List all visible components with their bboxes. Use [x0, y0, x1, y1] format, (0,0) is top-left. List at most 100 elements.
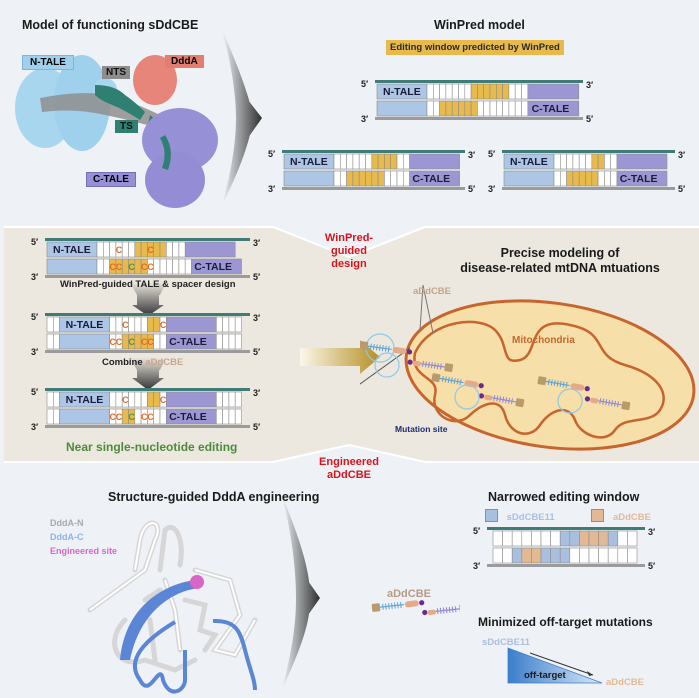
- spacer-cell: [128, 391, 136, 408]
- spacer-cell: [222, 316, 230, 333]
- ntale-block-label: N-TALE: [66, 394, 104, 406]
- addcbe-legend-label: aDdCBE: [612, 512, 651, 523]
- spacer-cell: [433, 100, 440, 117]
- cytosine-label: C: [116, 245, 123, 255]
- curved-arrow-icon: [222, 30, 262, 205]
- bottom-strand: [502, 187, 675, 190]
- cytosine-label: C: [160, 320, 167, 330]
- protein-structure-image: [15, 55, 218, 208]
- spacer-cell: [521, 83, 529, 100]
- spacer-cell: [222, 391, 230, 408]
- spacer-cell: [390, 170, 398, 187]
- ctale-block: [616, 170, 668, 187]
- ntale-block: [503, 170, 555, 187]
- window-cell: [384, 153, 392, 170]
- five-prime-top: 5′: [268, 149, 275, 159]
- spacer-cell: [178, 241, 186, 258]
- spacer-cell: [560, 153, 567, 170]
- spacer-cell: [153, 408, 161, 425]
- window-cell: [159, 241, 167, 258]
- spacer-cell: [46, 391, 54, 408]
- spacer-cell: [508, 83, 516, 100]
- spacer-cell: [627, 530, 638, 547]
- title-line: Precise modeling of: [500, 246, 620, 260]
- spacer-cell: [607, 547, 619, 564]
- spacer-cell: [153, 333, 161, 350]
- legend-ddda-c: DddA-C: [50, 532, 84, 542]
- addcbe-cell: [521, 547, 532, 564]
- mutation-pointer: [360, 347, 411, 385]
- spacer-cell: [121, 241, 129, 258]
- five-prime-bottom: 5′: [648, 561, 655, 569]
- step2-label: Combine aDdCBE: [102, 357, 183, 368]
- winpred-guided-connector: WinPred-guided design: [308, 232, 390, 271]
- window-cell: [390, 153, 398, 170]
- mutation-site-label: Mutation site: [395, 424, 448, 434]
- ctale-block-label: C-TALE: [412, 173, 450, 185]
- ntale-block: [59, 333, 110, 350]
- three-prime-bottom: 3′: [361, 114, 368, 122]
- spacer-cell: [540, 530, 551, 547]
- spacer-cell: [604, 153, 612, 170]
- ddda-structure-image: [87, 520, 258, 694]
- five-prime-top: 5′: [31, 312, 38, 322]
- spacer-cell: [46, 333, 54, 350]
- window-cell: [585, 170, 593, 187]
- top-strand: [45, 388, 250, 391]
- offtarget-inner-label: off-target: [524, 670, 566, 681]
- engineered-site-marker: [190, 575, 204, 589]
- five-prime-top: 5′: [361, 79, 368, 89]
- sddcbe11-cell: [511, 547, 523, 564]
- ctale-structure-2: [145, 152, 205, 208]
- spacer-cell: [365, 153, 373, 170]
- spacer-cell: [627, 547, 638, 564]
- decrease-arrow: [529, 652, 594, 676]
- three-prime-bottom: 3′: [268, 184, 275, 192]
- ctale-block: [184, 241, 236, 258]
- ctale-block: [409, 170, 460, 187]
- spacer-cell: [483, 100, 491, 117]
- five-prime-bottom: 5′: [586, 114, 593, 122]
- spacer-cell: [109, 316, 117, 333]
- window-cell: [147, 316, 155, 333]
- spacer-cell: [352, 153, 360, 170]
- ctale-block-label: C-TALE: [169, 411, 207, 423]
- spacer-cell: [166, 241, 173, 258]
- spacer-cell: [216, 333, 223, 350]
- spacer-cell: [492, 530, 503, 547]
- connector-line: WinPred-guided: [324, 232, 374, 257]
- spacer-cell: [340, 170, 347, 187]
- spacer-cell: [489, 100, 497, 117]
- step1-label: WinPred-guided TALE & spacer design: [60, 279, 236, 290]
- pointer-line: [422, 285, 434, 334]
- window-cell: [572, 170, 580, 187]
- spacer-cell: [502, 530, 513, 547]
- spacer-cell: [216, 316, 223, 333]
- ctale-block-label: C-TALE: [169, 336, 207, 348]
- addcbe-cell: [531, 547, 542, 564]
- cytosine-label: C: [128, 337, 135, 347]
- spacer-cell: [521, 100, 529, 117]
- spacer-cell: [496, 100, 503, 117]
- spacer-cell: [52, 408, 60, 425]
- cytosine-label: C: [116, 262, 123, 272]
- ctale-block-label: C-TALE: [532, 103, 570, 115]
- bottom-strand: [375, 117, 583, 120]
- spacer-cell: [521, 530, 532, 547]
- curved-arrow-icon-2: [282, 495, 320, 690]
- spacer-cell: [222, 333, 230, 350]
- spacer-cell: [228, 316, 236, 333]
- spacer-cell: [578, 153, 586, 170]
- top-strand: [45, 313, 250, 316]
- spacer-cell: [477, 100, 485, 117]
- spacer-cell: [403, 153, 410, 170]
- down-arrow-icon: [130, 283, 166, 316]
- five-prime-bottom: 5′: [678, 184, 685, 192]
- spacer-cell: [445, 83, 453, 100]
- cytosine-label: C: [147, 412, 154, 422]
- window-cell: [489, 83, 497, 100]
- sddcbe11-swatch: [485, 509, 498, 522]
